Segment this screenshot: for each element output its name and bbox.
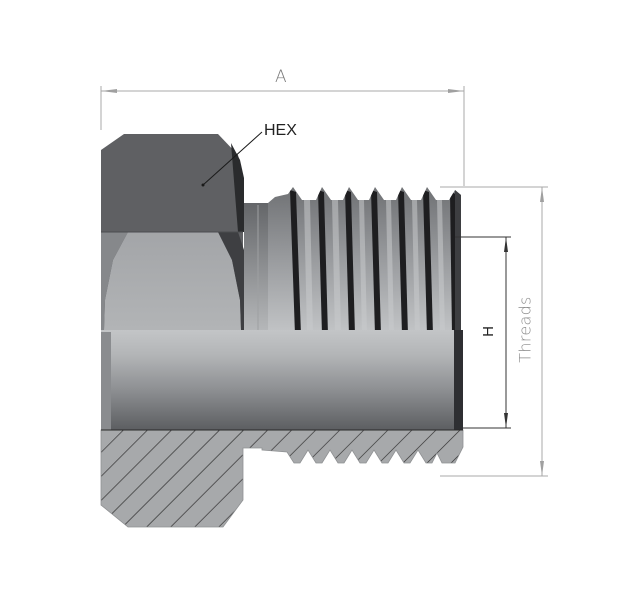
external-thread bbox=[268, 187, 461, 335]
arrowhead-left-icon bbox=[101, 89, 117, 93]
hex-head bbox=[101, 134, 244, 330]
arrowhead-up-icon bbox=[504, 237, 508, 252]
arrowhead-down-icon bbox=[540, 461, 544, 476]
dimension-h bbox=[455, 236, 511, 429]
arrowhead-down-icon bbox=[504, 413, 508, 428]
hex-leader bbox=[201, 131, 263, 187]
neck-relief bbox=[244, 203, 270, 335]
dimension-threads bbox=[440, 186, 548, 477]
hex-label: HEX bbox=[264, 122, 297, 139]
arrowhead-up-icon bbox=[540, 187, 544, 202]
dimension-h-label: H bbox=[479, 326, 497, 337]
dimension-threads-label: Threads bbox=[515, 296, 535, 363]
bore-surface bbox=[101, 330, 463, 430]
half-section bbox=[100, 429, 464, 528]
dimension-a bbox=[100, 86, 465, 186]
arrowhead-right-icon bbox=[448, 89, 464, 93]
dimension-a-label: A bbox=[275, 67, 287, 87]
